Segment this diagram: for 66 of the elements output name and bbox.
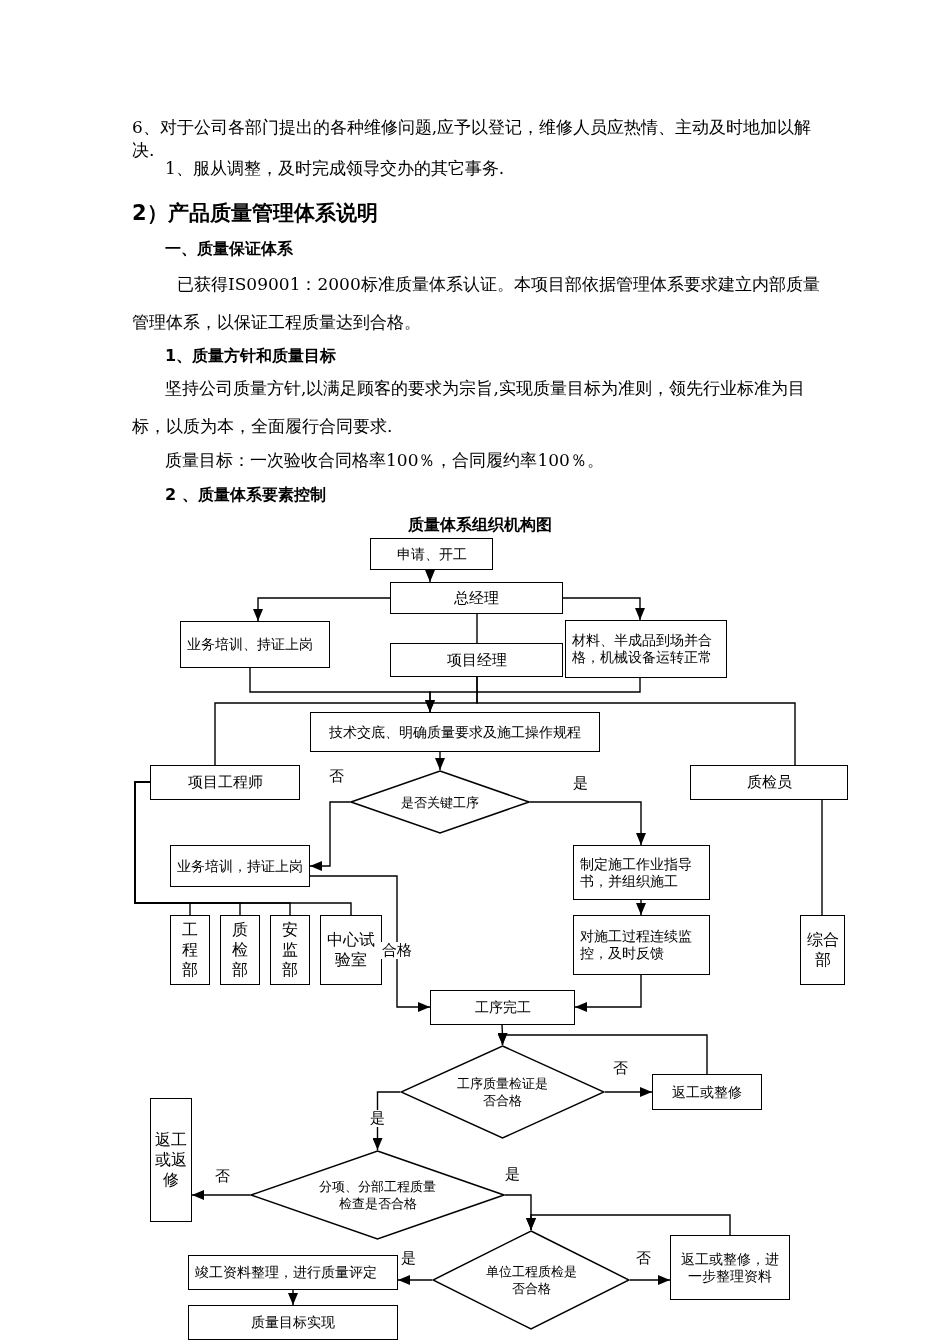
decision-diamond: 分项、分部工程质量检查是否合格 — [250, 1150, 505, 1240]
decision-diamond: 工序质量检证是否合格 — [400, 1045, 605, 1139]
arrow — [574, 974, 642, 1012]
process-box: 质量目标实现 — [188, 1305, 398, 1340]
process-box: 工序完工 — [430, 990, 575, 1025]
paragraph: 1、服从调整，及时完成领导交办的其它事务. — [165, 157, 506, 180]
arrow — [636, 899, 646, 916]
arrow — [253, 597, 391, 622]
arrow — [191, 1190, 251, 1200]
subsection-heading: 2 、质量体系要素控制 — [165, 484, 327, 506]
section-heading: 2）产品质量管理体系说明 — [132, 200, 379, 226]
edge-label: 合格 — [381, 941, 413, 959]
process-box: 材料、半成品到场并合格，机械设备运转正常 — [565, 620, 727, 678]
process-box: 制定施工作业指导书，并组织施工 — [573, 845, 710, 900]
process-box: 项目工程师 — [150, 765, 300, 800]
process-box: 申请、开工 — [370, 538, 493, 570]
arrow — [425, 569, 435, 583]
edge-label: 是 — [571, 774, 589, 792]
process-box: 返工或整修 — [652, 1074, 762, 1110]
arrow — [497, 1033, 708, 1075]
connector-line — [134, 781, 352, 916]
process-box: 质检员 — [690, 765, 848, 800]
arrow — [529, 801, 646, 846]
process-box: 总经理 — [390, 582, 563, 614]
edge-label: 是 — [399, 1249, 417, 1267]
paragraph: 6、对于公司各部门提出的各种维修问题,应予以登记，维修人员应热情、主动及时地加以解决. — [132, 116, 813, 160]
arrow — [309, 801, 351, 871]
process-box: 安监部 — [270, 915, 310, 985]
process-box: 质检部 — [220, 915, 260, 985]
connector-line — [821, 799, 823, 916]
arrow — [309, 875, 431, 1012]
arrow — [629, 1275, 671, 1285]
arrow — [425, 677, 641, 713]
edge-label: 否 — [634, 1249, 652, 1267]
arrow — [397, 1275, 433, 1285]
process-box: 项目经理 — [390, 643, 563, 677]
edge-label: 否 — [611, 1059, 629, 1077]
subsection-heading: 1、质量方针和质量目标 — [165, 345, 338, 367]
paragraph: 已获得IS09001：2000标准质量体系认证。本项目部依据管理体系要求建立内部质量管理体系，以保证工程质量达到合格。 — [132, 273, 821, 334]
process-box: 返工或返修 — [150, 1098, 192, 1222]
subsection-heading: 一、质量保证体系 — [165, 238, 294, 260]
process-box: 对施工过程连续监控，及时反馈 — [573, 915, 710, 975]
process-box: 综合部 — [800, 915, 845, 985]
process-box: 业务培训，持证上岗 — [170, 845, 310, 887]
arrow — [526, 1214, 731, 1236]
process-box: 中心试验室 — [320, 915, 382, 985]
arrow — [435, 751, 445, 771]
process-box: 技术交底、明确质量要求及施工操作规程 — [310, 712, 600, 752]
edge-label: 是 — [368, 1109, 386, 1127]
edge-label: 否 — [213, 1167, 231, 1185]
process-box: 工程部 — [170, 915, 210, 985]
decision-diamond: 是否关键工序 — [350, 770, 530, 834]
decision-diamond: 单位工程质检是否合格 — [432, 1230, 630, 1330]
paragraph: 坚持公司质量方针,以满足顾客的要求为宗旨,实现质量目标为准则，领先行业标准为目标，以质为本，全面履行合同要求. — [132, 377, 806, 438]
process-box: 返工或整修，进一步整理资料 — [670, 1235, 790, 1300]
process-box: 业务培训、持证上岗 — [180, 621, 330, 668]
arrow — [604, 1087, 653, 1097]
connector-line — [476, 613, 478, 644]
arrow — [562, 597, 645, 621]
arrow — [288, 1289, 298, 1306]
connector-line — [476, 676, 796, 766]
paragraph: 质量目标：一次验收合同格率100％，合同履约率100％。 — [165, 449, 605, 472]
process-box: 竣工资料整理，进行质量评定 — [188, 1255, 398, 1290]
edge-label: 是 — [503, 1165, 521, 1183]
chart-title: 质量体系组织机构图 — [407, 514, 553, 536]
edge-label: 否 — [327, 767, 345, 785]
